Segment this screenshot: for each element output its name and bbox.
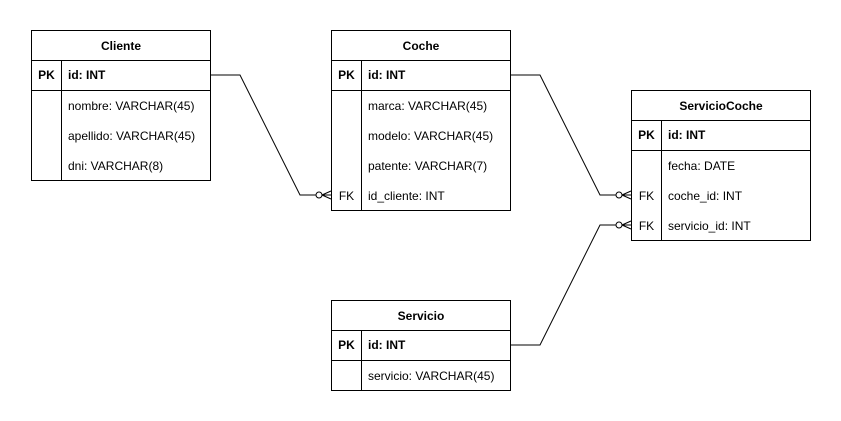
attribute-column: fecha: DATE — [668, 159, 736, 173]
column-list: marca: VARCHAR(45) modelo: VARCHAR(45) p… — [362, 91, 510, 211]
attribute-block: FK FK fecha: DATE coche_id: INT servicio… — [632, 151, 810, 241]
pk-label: PK — [332, 61, 362, 90]
attribute-column: servicio_id: INT — [668, 219, 751, 233]
attribute-key — [32, 151, 61, 181]
pk-label: PK — [32, 61, 62, 90]
entity-title: Servicio — [332, 301, 510, 331]
attribute-column: modelo: VARCHAR(45) — [368, 129, 494, 143]
attribute-column: id_cliente: INT — [368, 189, 445, 203]
key-column — [332, 361, 362, 390]
attribute-key — [332, 361, 361, 391]
attribute-column: marca: VARCHAR(45) — [368, 99, 488, 113]
relationship-servicio-serviciocoche — [511, 220, 632, 346]
primary-key-row: PK id: INT — [32, 61, 210, 91]
attribute-key — [332, 91, 361, 121]
column-list: fecha: DATE coche_id: INT servicio_id: I… — [662, 151, 810, 241]
attribute-block: FK marca: VARCHAR(45) modelo: VARCHAR(45… — [332, 91, 510, 211]
pk-column: id: INT — [368, 338, 406, 352]
primary-key-row: PK id: INT — [332, 331, 510, 361]
attribute-column: apellido: VARCHAR(45) — [68, 129, 196, 143]
attribute-column: servicio: VARCHAR(45) — [368, 369, 495, 383]
attribute-block: nombre: VARCHAR(45) apellido: VARCHAR(45… — [32, 91, 210, 181]
attribute-block: servicio: VARCHAR(45) — [332, 361, 510, 391]
entity-serviciocoche[interactable]: ServicioCoche PK id: INT FK FK fecha: DA… — [631, 90, 811, 241]
entity-cliente[interactable]: Cliente PK id: INT nombre: VARCHAR(45) a… — [31, 30, 211, 181]
relationship-coche-serviciocoche — [511, 74, 632, 200]
pk-column: id: INT — [668, 128, 706, 142]
attribute-column: patente: VARCHAR(7) — [368, 159, 488, 173]
attribute-key — [332, 121, 361, 151]
entity-servicio[interactable]: Servicio PK id: INT servicio: VARCHAR(45… — [331, 300, 511, 391]
relationship-cliente-coche — [211, 74, 332, 200]
pk-label: PK — [332, 331, 362, 360]
attribute-column: nombre: VARCHAR(45) — [68, 99, 195, 113]
entity-title: Coche — [332, 31, 510, 61]
attribute-key — [32, 91, 61, 121]
pk-column: id: INT — [368, 68, 406, 82]
attribute-key — [632, 151, 661, 181]
pk-column: id: INT — [68, 68, 106, 82]
attribute-key: FK — [338, 189, 355, 203]
key-column: FK — [332, 91, 362, 210]
attribute-key — [32, 121, 61, 151]
entity-title: Cliente — [32, 31, 210, 61]
pk-label: PK — [632, 121, 662, 150]
attribute-key — [332, 151, 361, 181]
key-column — [32, 91, 62, 180]
column-list: nombre: VARCHAR(45) apellido: VARCHAR(45… — [62, 91, 210, 181]
attribute-key: FK — [638, 189, 655, 203]
primary-key-row: PK id: INT — [332, 61, 510, 91]
entity-coche[interactable]: Coche PK id: INT FK marca: VARCHAR(45) m… — [331, 30, 511, 211]
attribute-key: FK — [638, 219, 655, 233]
attribute-column: coche_id: INT — [668, 189, 743, 203]
entity-title: ServicioCoche — [632, 91, 810, 121]
primary-key-row: PK id: INT — [632, 121, 810, 151]
key-column: FK FK — [632, 151, 662, 240]
column-list: servicio: VARCHAR(45) — [362, 361, 510, 391]
attribute-column: dni: VARCHAR(8) — [68, 159, 164, 173]
